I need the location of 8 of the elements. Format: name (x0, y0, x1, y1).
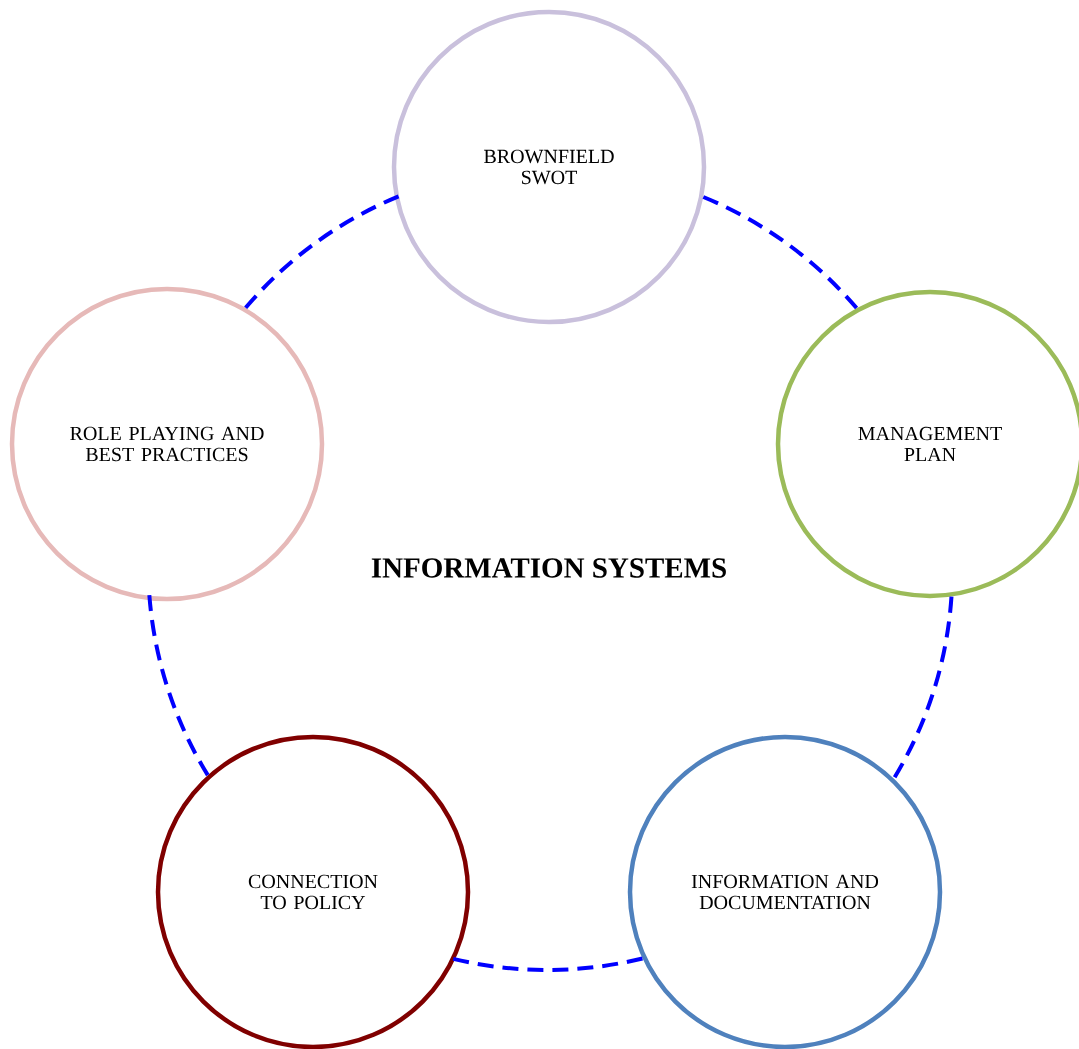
dashed-arc (244, 194, 401, 310)
dashed-arc (147, 594, 210, 777)
circle-node: CONNECTION TO POLICY (155, 734, 471, 1049)
title: INFORMATION SYSTEMS (371, 558, 726, 578)
circle-node: ROLE PLAYING AND BEST PRACTICES (9, 286, 325, 602)
circle-node: INFORMATION AND DOCUMENTATION (627, 734, 943, 1049)
circle-node: BROWNFIELD SWOT (391, 9, 707, 325)
dashed-arc (451, 956, 643, 972)
